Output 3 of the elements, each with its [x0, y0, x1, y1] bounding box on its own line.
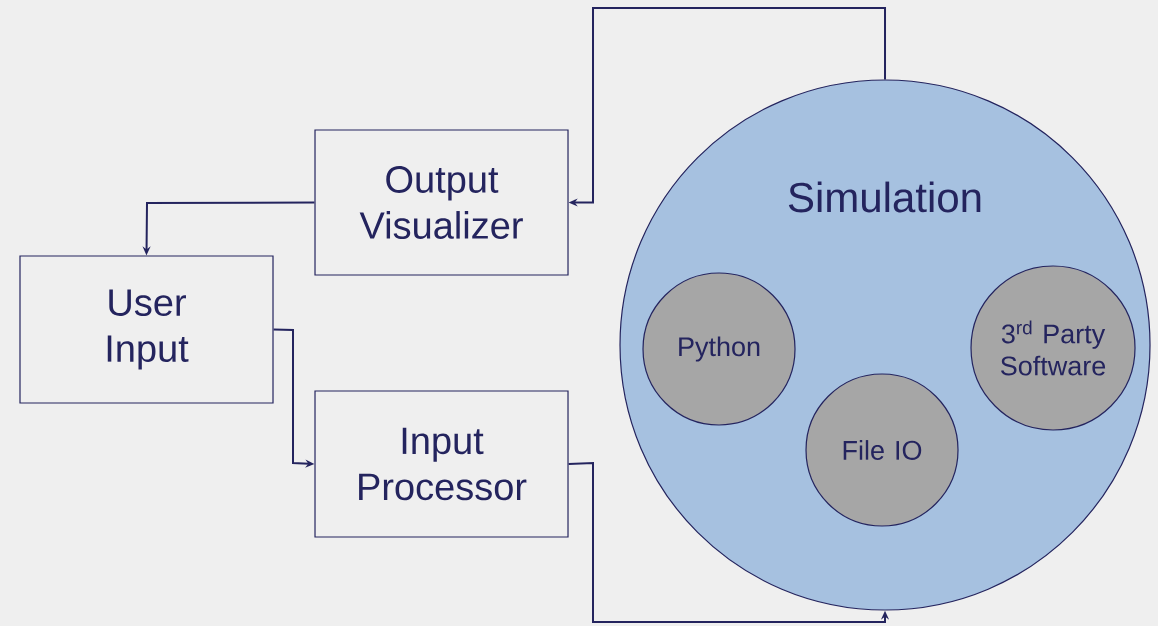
process-box: Output Visualizer	[314, 129, 569, 276]
process-box: Input Processor	[314, 390, 569, 538]
process-box: User Input	[19, 255, 274, 404]
